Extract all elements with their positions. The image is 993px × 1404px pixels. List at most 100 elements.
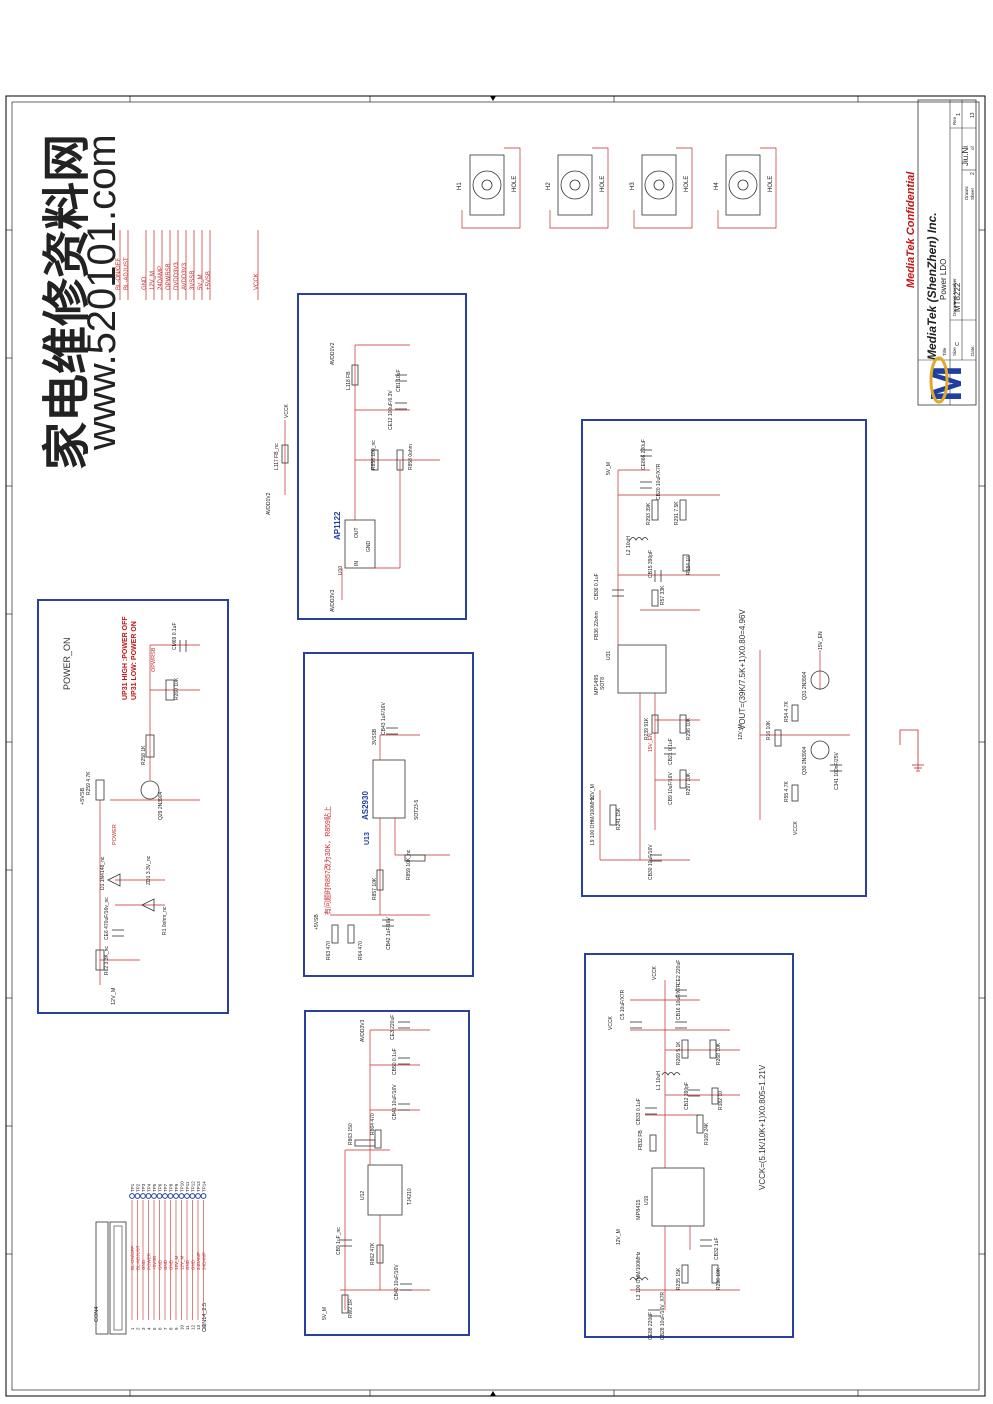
net-label: VCCK <box>254 273 260 290</box>
mp8415-net: 12V_M <box>616 1229 622 1245</box>
hole-ref: H2 <box>546 182 552 190</box>
test-point <box>189 1193 196 1199</box>
connector-pin-number: 5 <box>152 1327 157 1330</box>
part-label: CB50 0.1uF <box>392 1048 398 1075</box>
part-label: R236 10K <box>716 1267 722 1290</box>
watermark-cn: 家电维修资料网 <box>41 134 94 470</box>
part-label: R169 24K <box>704 1122 710 1145</box>
power-on-net-5vsb: +5VSB <box>80 787 86 805</box>
connector-con4: CON4 CON14_2.5 <box>94 1221 208 1335</box>
connector-pin-net: BL-ON/OFF <box>130 1246 135 1270</box>
test-point-label: TP4 <box>146 1183 151 1192</box>
test-point <box>151 1193 157 1199</box>
test-point-label: TP11 <box>185 1181 190 1192</box>
part-label: R297 10K <box>686 772 692 795</box>
part-label: FB36 22ohm <box>594 611 600 640</box>
title-block-title: Power LDO <box>939 259 948 300</box>
ap1122-net: AVDD3V3 <box>330 589 336 612</box>
test-point <box>178 1193 185 1199</box>
part-label: CE3 220uF <box>390 1015 396 1040</box>
part-label: R260 10K <box>174 677 180 700</box>
part-label: CB36 0.1uF <box>594 573 600 600</box>
connector-pin-net: GND <box>163 1259 168 1270</box>
mp8415-symbols <box>629 989 719 1317</box>
mp8415-wiring <box>630 980 740 1310</box>
part-label: Q30 2N3904 <box>802 746 808 775</box>
tj4210-wiring <box>340 1029 430 1310</box>
hole-h2: H2 HOLE <box>546 147 609 229</box>
mp8415-ref: U19 <box>644 1196 650 1205</box>
power-on-parts: R259 4.7K Q29 2N3904 R258 1K R260 10K CM… <box>86 622 180 975</box>
hole-label: HOLE <box>512 176 518 192</box>
drawing-frame-inner <box>11 101 980 1391</box>
connector-pin-number: 8 <box>168 1327 173 1330</box>
part-label: Q31 2N3904 <box>802 671 808 700</box>
part-label: CB43 1uF/16V <box>381 702 387 735</box>
block-ap1122 <box>297 293 467 620</box>
ap1122-ref: U10 <box>338 566 344 575</box>
net-label: 3VSSB <box>190 271 196 290</box>
test-point <box>184 1193 190 1199</box>
connector-pin-net: +5VSB <box>152 1256 157 1270</box>
part-label: CB42 1uF/16V <box>386 917 392 950</box>
connector-pin-net: GND <box>185 1259 190 1270</box>
part-label: L3 100 OHM/100MHz <box>636 1251 642 1300</box>
test-point <box>134 1193 141 1199</box>
part-label: L117 FB_nc <box>274 443 280 470</box>
connector-pin-number: 13 <box>196 1324 201 1330</box>
part-label: RW2 1R <box>348 1299 354 1318</box>
part-label: CB9 1uF_nc <box>336 1227 342 1255</box>
ap1122-net: AVDD1V2 <box>266 492 272 515</box>
part-label: CB41 10uF/16V <box>392 1084 398 1120</box>
mp1495-formula: VOUT=(39K/7.5K+1)X0.80=4.96V <box>738 609 747 730</box>
net-label: 5V_M <box>606 462 612 475</box>
part-label: CE866 220uF <box>641 439 647 470</box>
connector-pin-net: 24DAMP <box>196 1252 201 1270</box>
part-label: CB20 10uF/X7R <box>656 463 662 500</box>
hole-h4: H4 HOLE <box>714 147 777 229</box>
tj4210-net: AVDD3V3 <box>360 1019 366 1042</box>
title-block-drawn: Jiu.Ni <box>961 146 970 166</box>
title-block-doc-number: MT8222 <box>953 282 962 312</box>
power-on-note-high: UP31 HIGH :POWER OFF <box>122 616 129 700</box>
test-point-label: TP5 <box>152 1183 157 1192</box>
part-label: CB15 390pF <box>648 550 654 578</box>
connector-type: CON14_2.5 <box>202 1303 208 1332</box>
connector-ref: CON4 <box>94 1307 100 1322</box>
mp8415-net: VCCK <box>608 1015 614 1030</box>
title-block-of-caption: of <box>970 145 975 150</box>
part-label: R862 47K <box>370 1242 376 1265</box>
mediatek-logo: M <box>922 356 971 404</box>
net-label: OPWRSB <box>166 263 172 290</box>
mp8415-ic-body <box>651 1167 705 1227</box>
part-label: R239 91K <box>644 717 650 740</box>
as2930-note: 有问题时R857改为30K，R859贴上 <box>323 806 332 915</box>
mp1495-package: SOT8 <box>600 677 606 690</box>
watermark: 家电维修资料网 www.520101.com <box>41 134 124 470</box>
as2930-ic-body <box>372 759 406 819</box>
hole-label: HOLE <box>768 176 774 192</box>
mp8415-ic-name: MP8415 <box>636 1200 642 1221</box>
mp1495-symbols <box>609 449 842 862</box>
part-label: ZD1 3.3V_nc <box>146 855 152 885</box>
part-label: R859 10K_nc <box>406 849 412 880</box>
title-block: MediaTek Confidential MediaTek (ShenZhen… <box>905 99 977 406</box>
ap1122-pin: GND <box>366 541 372 553</box>
mp8415-net: VCCK <box>652 965 658 980</box>
hole-ref: H4 <box>714 182 720 190</box>
as2930-wiring <box>330 734 450 916</box>
frame-ticks <box>6 96 985 1396</box>
power-on-net-power: POWER <box>112 824 118 845</box>
connector-pin-number: 9 <box>174 1327 179 1330</box>
block-power-on <box>37 599 229 1014</box>
ap1122-net: VCCK <box>284 403 290 418</box>
part-label: R864 470 <box>370 1113 376 1135</box>
as2930-ref: U13 <box>364 832 371 845</box>
mp8415-parts: CE2 220uF C5 10uF/X7R CB16 10uF/X7R R269… <box>620 960 724 1340</box>
part-label: CB12 390pF <box>684 1082 690 1110</box>
part-label: R62 3.3K_nc <box>104 946 110 975</box>
connector-pin-number: 4 <box>146 1327 151 1330</box>
part-label: R184 10 <box>686 556 692 575</box>
power-on-wiring <box>99 644 200 985</box>
part-label: CE2 220uF <box>676 960 682 985</box>
